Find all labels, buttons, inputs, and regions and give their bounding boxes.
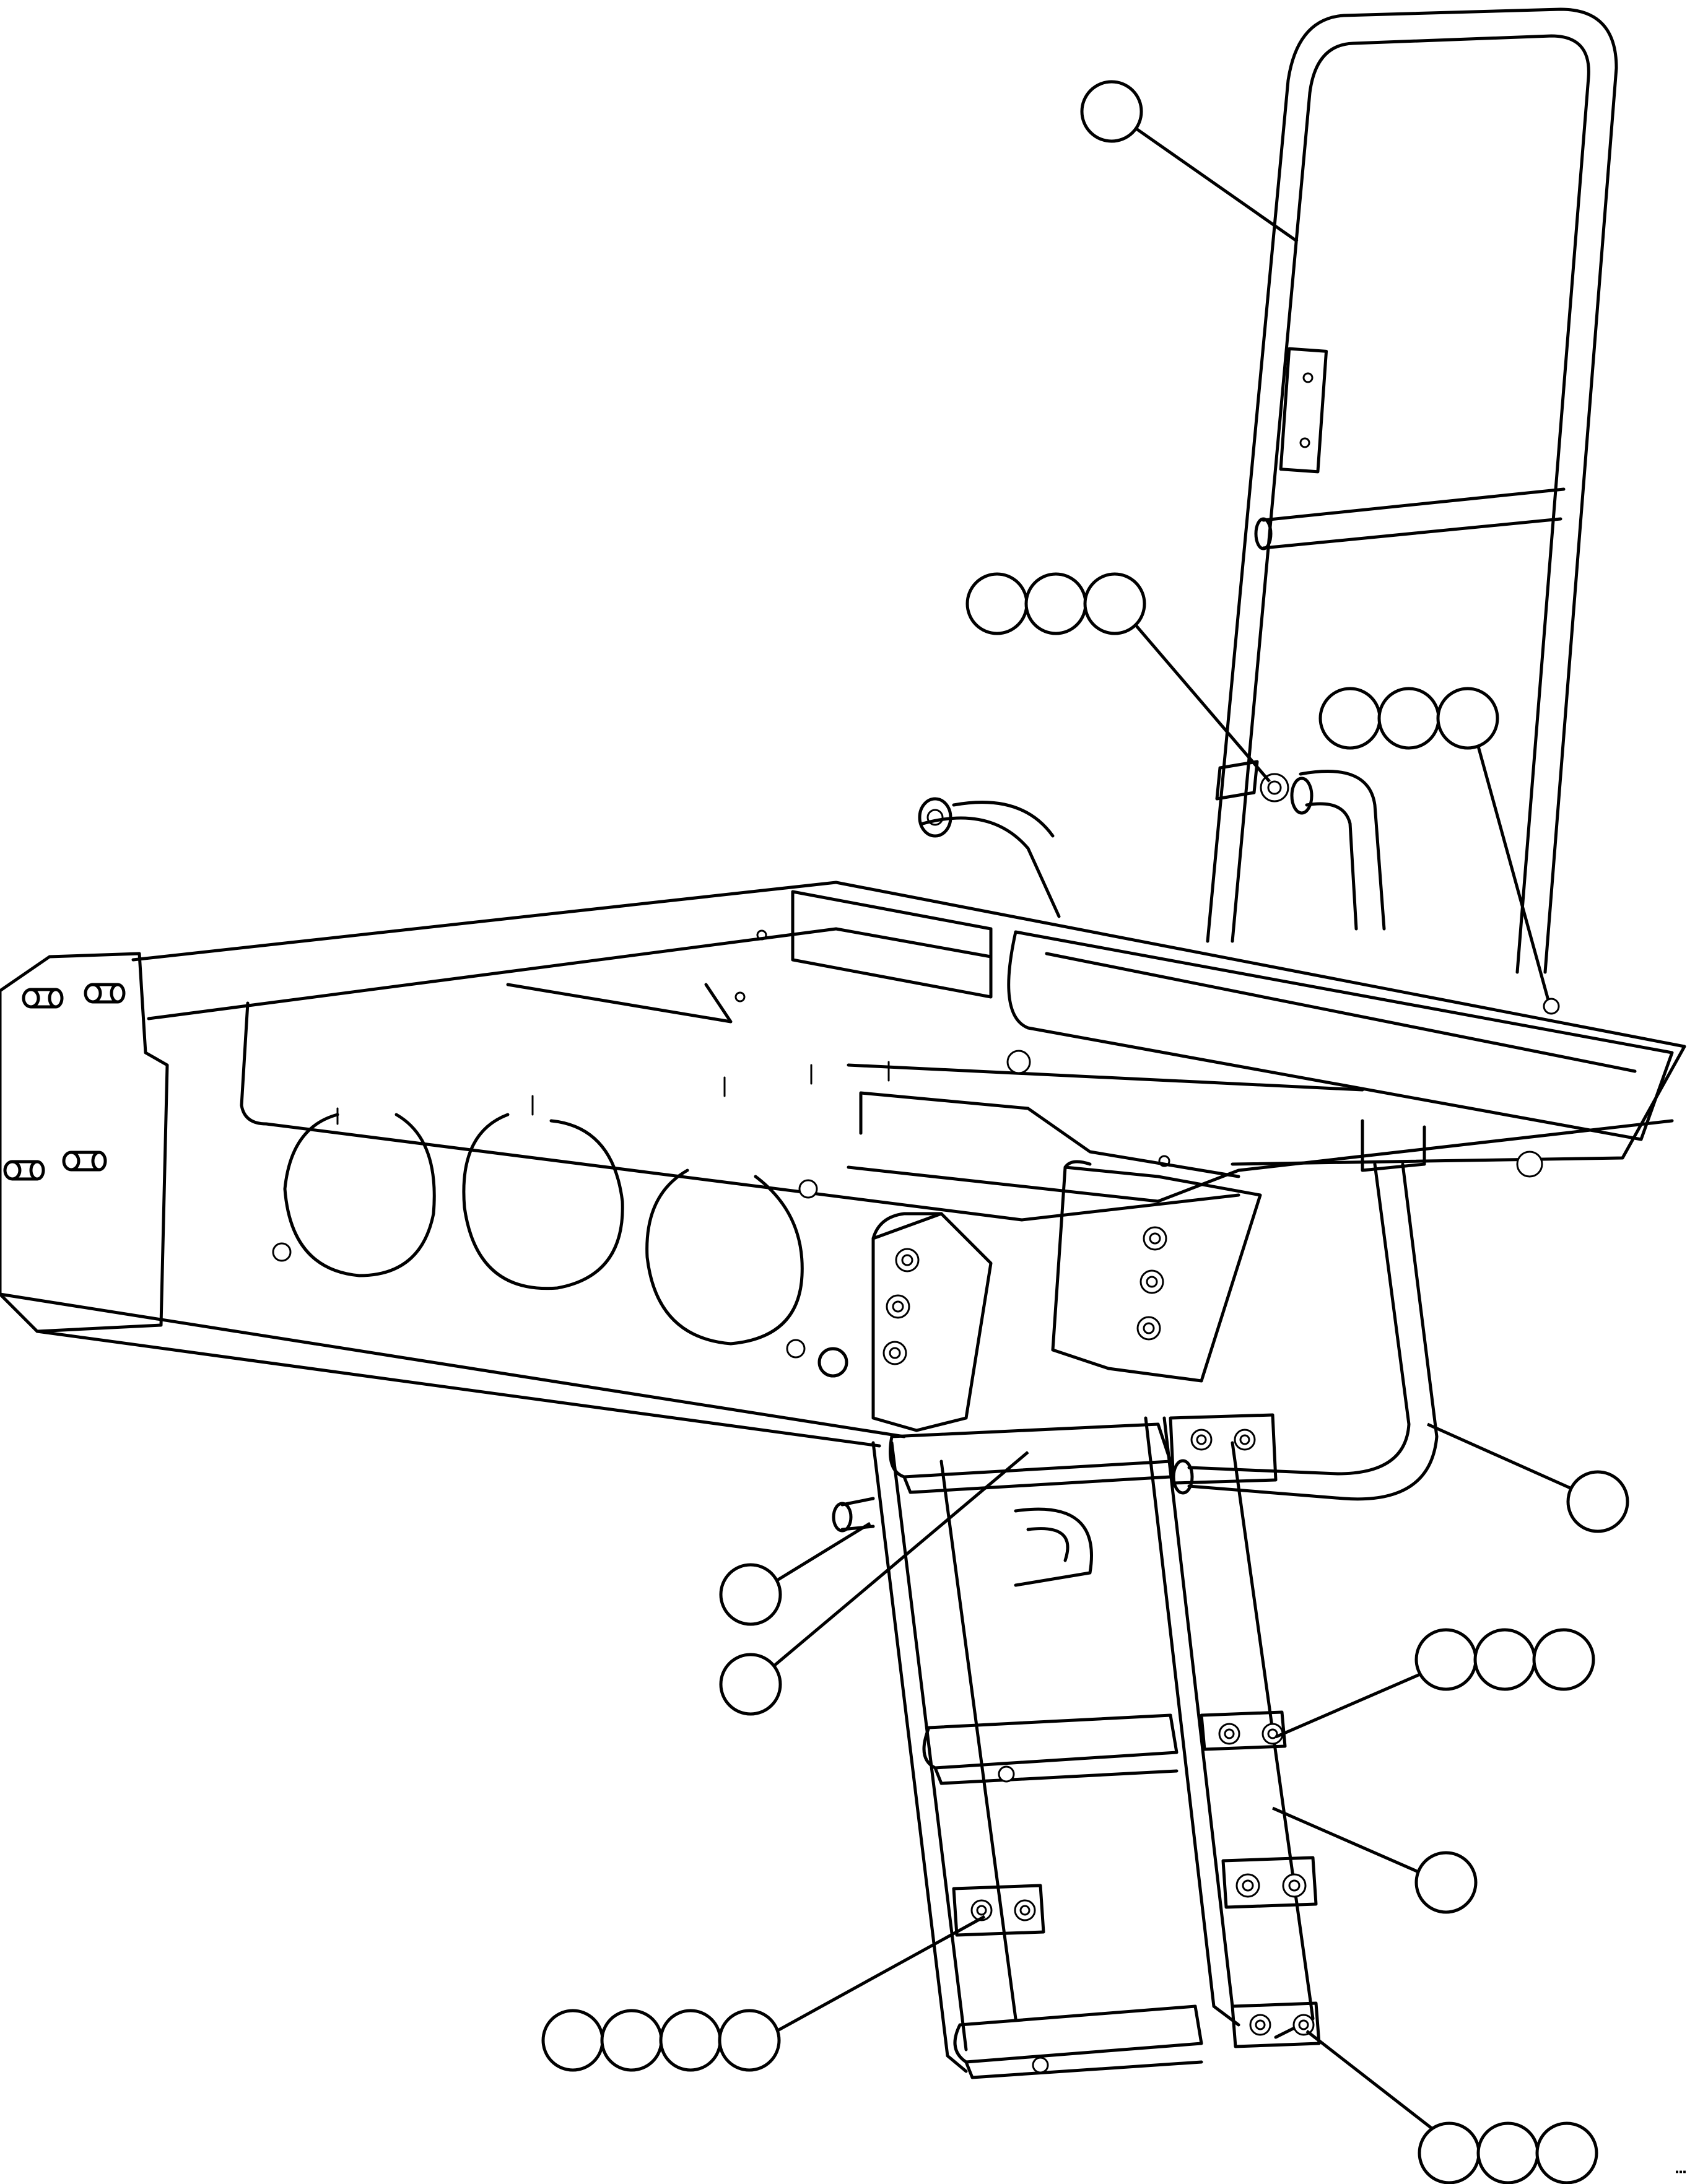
callout-platform-bracket bbox=[1318, 687, 1560, 1015]
callout-pin bbox=[719, 1521, 871, 1626]
ladder-bolt-plates bbox=[952, 1413, 1321, 2048]
rear-grab-handle bbox=[918, 797, 1061, 918]
drawing-reference-code: ▪▪▪ bbox=[1675, 2169, 1686, 2175]
callout-upper-fastener bbox=[965, 572, 1271, 783]
platform-frame bbox=[0, 881, 1686, 1448]
ladder bbox=[832, 1413, 1321, 2079]
callout-bottom-fastener bbox=[1305, 2030, 1598, 2184]
callout-ladder-rail bbox=[1271, 1806, 1478, 1914]
callout-lower-handrail bbox=[1426, 1422, 1629, 1533]
callout-handrail bbox=[1080, 80, 1299, 243]
upper-handrail bbox=[1206, 7, 1618, 974]
callout-rear-fastener bbox=[541, 1915, 986, 2072]
lamp-cutouts bbox=[272, 1113, 848, 1378]
callout-step bbox=[719, 1451, 1029, 1716]
beam-pins bbox=[336, 1061, 890, 1125]
mounting-brackets bbox=[871, 1160, 1262, 1432]
lower-handrail bbox=[1172, 1162, 1439, 1501]
connector-tube bbox=[1260, 770, 1386, 931]
callout-side-fastener bbox=[1275, 1628, 1595, 1739]
end-plate-pegs bbox=[3, 983, 126, 1181]
